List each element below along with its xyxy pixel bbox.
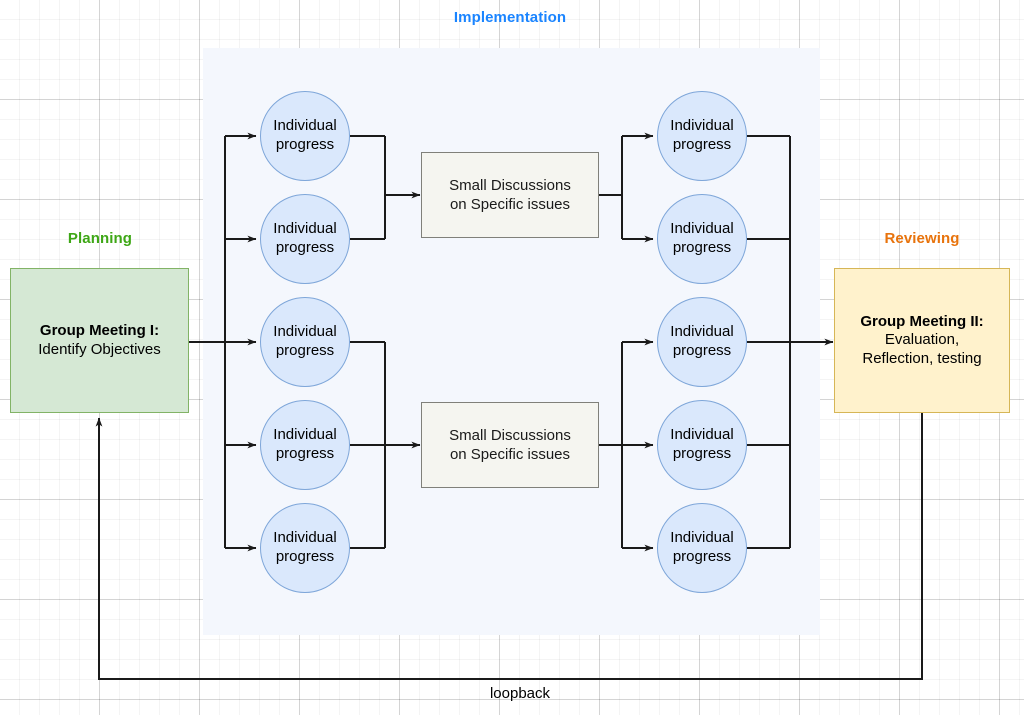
discussion-node-top-label: Small Discussions on Specific issues xyxy=(449,176,571,214)
phase-label-reviewing: Reviewing xyxy=(884,230,960,247)
left-circle-4-label: Individual progress xyxy=(273,426,337,462)
left-circle-1[interactable]: Individual progress xyxy=(260,91,350,181)
left-circle-2-label: Individual progress xyxy=(273,220,337,256)
right-circle-5-label: Individual progress xyxy=(670,529,734,565)
discussion-node-bottom[interactable]: Small Discussions on Specific issues xyxy=(421,402,599,488)
planning-node-subtitle: Identify Objectives xyxy=(38,340,161,358)
left-circle-4[interactable]: Individual progress xyxy=(260,400,350,490)
right-circle-1-label: Individual progress xyxy=(670,117,734,153)
loopback-edge-label: loopback xyxy=(489,685,551,702)
right-circle-1[interactable]: Individual progress xyxy=(657,91,747,181)
left-circle-2[interactable]: Individual progress xyxy=(260,194,350,284)
right-circle-4[interactable]: Individual progress xyxy=(657,400,747,490)
left-circle-5[interactable]: Individual progress xyxy=(260,503,350,593)
right-circle-2-label: Individual progress xyxy=(670,220,734,256)
phase-label-planning: Planning xyxy=(67,230,133,247)
planning-node[interactable]: Group Meeting I: Identify Objectives xyxy=(10,268,189,413)
phase-label-implementation: Implementation xyxy=(453,9,567,26)
discussion-node-bottom-label: Small Discussions on Specific issues xyxy=(449,426,571,464)
right-circle-3-label: Individual progress xyxy=(670,323,734,359)
right-circle-4-label: Individual progress xyxy=(670,426,734,462)
reviewing-node-line3: Reflection, testing xyxy=(862,349,982,367)
reviewing-node-title: Group Meeting II: xyxy=(860,313,984,331)
right-circle-2[interactable]: Individual progress xyxy=(657,194,747,284)
left-circle-3-label: Individual progress xyxy=(273,323,337,359)
left-circle-3[interactable]: Individual progress xyxy=(260,297,350,387)
left-circle-1-label: Individual progress xyxy=(273,117,337,153)
edge-loopback xyxy=(95,413,923,680)
left-circle-5-label: Individual progress xyxy=(273,529,337,565)
reviewing-node-line2: Evaluation, xyxy=(884,331,960,349)
reviewing-node[interactable]: Group Meeting II: Evaluation, Reflection… xyxy=(834,268,1010,413)
right-circle-5[interactable]: Individual progress xyxy=(657,503,747,593)
planning-node-title: Group Meeting I: xyxy=(39,322,160,340)
discussion-node-top[interactable]: Small Discussions on Specific issues xyxy=(421,152,599,238)
right-circle-3[interactable]: Individual progress xyxy=(657,297,747,387)
